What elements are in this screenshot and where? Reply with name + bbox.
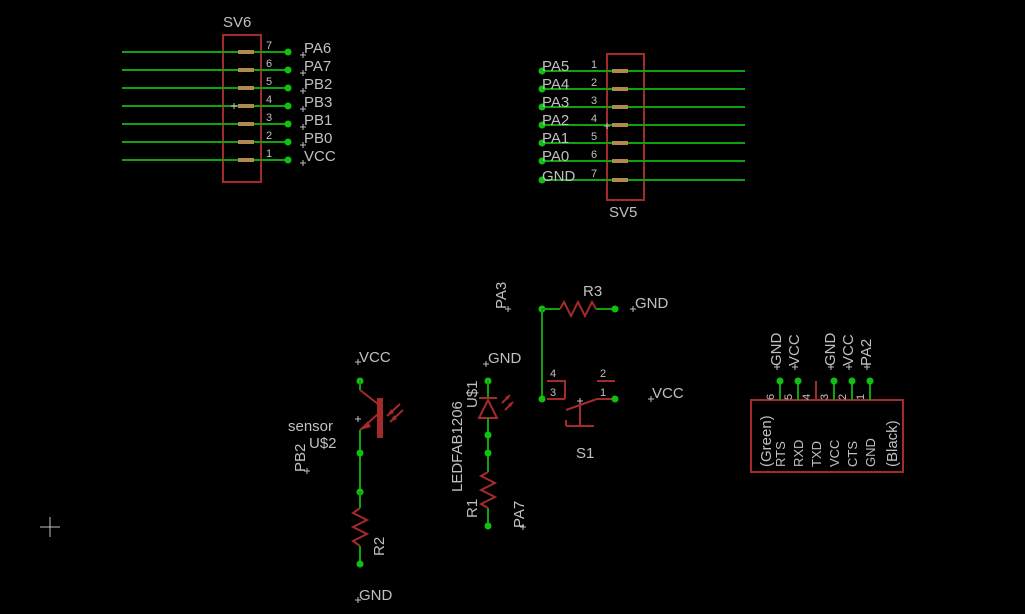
ftdi-net-label: GND (768, 333, 785, 367)
ftdi-signal-label: RTS (773, 441, 788, 467)
sv6-net-label: PB1 (304, 112, 332, 129)
sv6-pin-number: 3 (266, 112, 272, 124)
sv5-net-label: GND (542, 168, 576, 185)
sensor-pb2-label: PB2 (292, 444, 309, 472)
switch-ref: S1 (576, 445, 594, 462)
switch-gnd-label: GND (635, 295, 669, 312)
sv6-header[interactable]: SV6 7 PA6 6 PA7 5 PB2 (122, 14, 336, 183)
ftdi-body (750, 399, 904, 473)
ftdi-header[interactable]: GND VCC GND VCC PA2 6 5 4 3 2 1 (Green) … (750, 333, 904, 473)
ftdi-signal-label: (Green) (758, 415, 775, 467)
ftdi-net-label: PA2 (858, 339, 875, 366)
sv5-pin-number: 4 (591, 113, 597, 125)
phototransistor-symbol (355, 389, 404, 438)
ftdi-signal-label: VCC (827, 440, 842, 467)
sv6-net-label: PB0 (304, 130, 332, 147)
switch-vcc-label: VCC (652, 385, 684, 402)
sv5-pin-number: 6 (591, 149, 597, 161)
led-circuit[interactable]: GND LEDFAB1206 U$1 R1 PA7 (449, 350, 528, 530)
r2-label: R2 (371, 537, 388, 556)
sv6-name: SV6 (223, 14, 251, 31)
ftdi-pin-number: 6 (765, 394, 777, 400)
sv6-row: 3 PB1 (122, 112, 332, 130)
ftdi-signal-label: TXD (809, 441, 824, 467)
led-value-label: LEDFAB1206 (449, 401, 466, 492)
ftdi-signal-label: GND (863, 438, 878, 467)
sv6-row: 7 PA6 (122, 40, 331, 58)
r1-label: R1 (464, 499, 481, 518)
sv6-pin-number: 7 (266, 40, 272, 52)
ftdi-pin-number: 1 (855, 394, 867, 400)
sv6-pin-number: 2 (266, 130, 272, 142)
sensor-label: sensor (288, 418, 333, 435)
sv6-row: 2 PB0 (122, 130, 332, 148)
ftdi-pin-number: 4 (801, 394, 813, 400)
sv5-row: 3 PA3 (538, 94, 745, 111)
switch-pin-number: 1 (600, 387, 606, 399)
sv5-name: SV5 (609, 204, 637, 221)
sv5-row: 4 PA2 (538, 112, 745, 129)
sensor-ref: U$2 (309, 435, 337, 452)
sv6-net-label: PB2 (304, 76, 332, 93)
sv5-row: 7 GND (538, 168, 745, 185)
sv5-header[interactable]: SV5 1 PA5 2 PA4 3 PA3 4 PA2 (538, 53, 746, 221)
sv6-body (222, 34, 262, 183)
sv5-row: 1 PA5 (538, 58, 745, 75)
sv5-row: 2 PA4 (538, 76, 745, 93)
ftdi-pin-number: 5 (783, 394, 795, 400)
sv5-net-label: PA1 (542, 130, 569, 147)
ftdi-net-label: GND (822, 333, 839, 367)
sv6-pin-number: 1 (266, 148, 272, 160)
led-symbol (477, 394, 514, 419)
sensor-vcc-label: VCC (359, 349, 391, 366)
ftdi-signal-label: (Black) (884, 420, 901, 467)
switch-pa3-label: PA3 (493, 282, 510, 309)
sv5-row: 5 PA1 (538, 130, 745, 147)
sv5-pin-number: 2 (591, 77, 597, 89)
sv6-row: 5 PB2 (122, 76, 332, 94)
sv6-pin-number: 6 (266, 58, 272, 70)
ftdi-signal-label: CTS (845, 441, 860, 467)
resistor-r3: R3 (559, 283, 602, 319)
switch-pin-number: 4 (550, 368, 556, 380)
sv6-row: 1 VCC (122, 148, 336, 166)
sv6-row: 6 PA7 (122, 58, 331, 76)
sv5-net-label: PA4 (542, 76, 569, 93)
r3-label: R3 (583, 283, 602, 300)
ftdi-net-label: VCC (786, 334, 803, 366)
sv5-net-label: PA3 (542, 94, 569, 111)
ftdi-net-label: VCC (840, 334, 857, 366)
led-pa7-label: PA7 (511, 501, 528, 528)
sv5-pin-number: 3 (591, 95, 597, 107)
ftdi-signal-label: RXD (791, 440, 806, 467)
sv5-pin-number: 1 (591, 59, 597, 71)
sv6-pin-number: 4 (266, 94, 272, 106)
sv6-pin-number: 5 (266, 76, 272, 88)
sv6-net-label: VCC (304, 148, 336, 165)
origin-crosshair-icon (40, 517, 60, 537)
led-ref: U$1 (464, 380, 481, 408)
sv5-net-label: PA2 (542, 112, 569, 129)
switch-pin-number: 3 (550, 387, 556, 399)
sv6-net-label: PA6 (304, 40, 331, 57)
sv5-pin-number: 7 (591, 168, 597, 180)
resistor-r2: R2 (350, 507, 388, 556)
sv5-row: 6 PA0 (538, 148, 745, 165)
sv5-pin-number: 5 (591, 131, 597, 143)
sv6-net-label: PA7 (304, 58, 331, 75)
sv5-net-label: PA0 (542, 148, 569, 165)
sv6-net-label: PB3 (304, 94, 332, 111)
resistor-r1: R1 (464, 471, 498, 518)
switch-pin-number: 2 (600, 368, 606, 380)
sensor-gnd-label: GND (359, 587, 393, 604)
ftdi-pin-number: 3 (819, 394, 831, 400)
led-gnd-label: GND (488, 350, 522, 367)
sv5-net-label: PA5 (542, 58, 569, 75)
switch-circuit[interactable]: PA3 R3 GND 4 3 2 1 VCC S1 (493, 282, 684, 462)
ftdi-pin-number: 2 (837, 394, 849, 400)
sensor-circuit[interactable]: VCC sensor U$2 PB2 R2 GND (288, 349, 404, 604)
sv6-row: 4 PB3 (122, 94, 332, 112)
